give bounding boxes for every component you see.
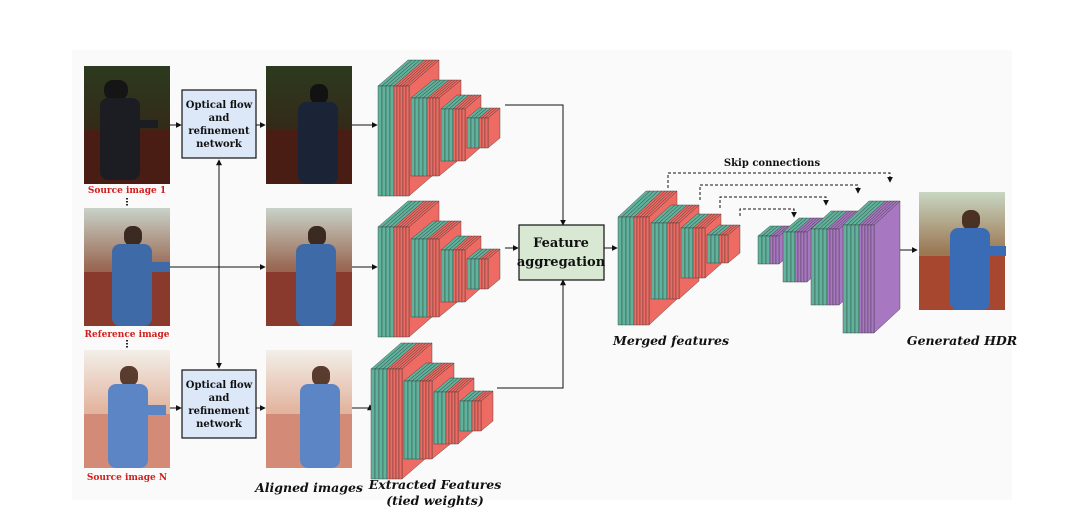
flow-box-top-line-3: refinement (188, 126, 250, 137)
merged-features-stack (617, 190, 741, 326)
enc3-b4-slab-5 (477, 390, 494, 432)
aligned-image-3 (266, 350, 352, 468)
encoder-stack-2 (377, 200, 501, 338)
merged-features-label: Merged features (612, 333, 729, 348)
source-image-n (84, 350, 170, 468)
skip-connection-lines (667, 172, 893, 218)
aligned-images-label: Aligned images (254, 480, 363, 495)
aggregation-line-1: Feature (533, 236, 589, 251)
aligned-image-2 (266, 208, 352, 326)
flow-box-bottom-line-2: and (209, 393, 230, 404)
source-image-1 (84, 66, 170, 184)
generated-hdr-image (919, 192, 1006, 310)
source-image-n-label: Source image N (87, 473, 167, 483)
flow-box-bottom-line-3: refinement (188, 406, 250, 417)
encoder-stack-3 (370, 342, 494, 480)
enc1-b4-slab-5 (484, 107, 501, 149)
flow-box-bottom-line-4: network (196, 419, 243, 430)
optical-flow-box-bottom: Optical flow and refinement network (181, 369, 257, 439)
aligned-image-1 (266, 66, 352, 184)
dec-b4-slab-8 (870, 200, 901, 334)
feature-aggregation-box: Feature aggregation (517, 224, 606, 281)
decoder-stack (757, 200, 901, 334)
enc2-b4-slab-5 (484, 248, 501, 290)
tied-weights-label: (tied weights) (386, 493, 484, 508)
aggregation-line-2: aggregation (517, 255, 606, 270)
reference-image-label: Reference image (85, 330, 170, 340)
optical-flow-box-top: Optical flow and refinement network (181, 89, 257, 159)
flow-box-top-line-1: Optical flow (186, 100, 253, 111)
flow-box-top-line-4: network (196, 139, 243, 150)
merged-b4-slab-5 (724, 224, 741, 264)
source-image-1-label: Source image 1 (88, 186, 166, 196)
flow-box-top-line-2: and (209, 113, 230, 124)
flow-box-bottom-line-1: Optical flow (186, 380, 253, 391)
extracted-features-label: Extracted Features (368, 477, 502, 492)
connector-arrows (170, 104, 918, 411)
skip-connections-label: Skip connections (724, 158, 821, 169)
generated-hdr-label: Generated HDR (907, 333, 1017, 348)
encoder-stack-1 (377, 59, 501, 197)
reference-image (84, 208, 170, 326)
